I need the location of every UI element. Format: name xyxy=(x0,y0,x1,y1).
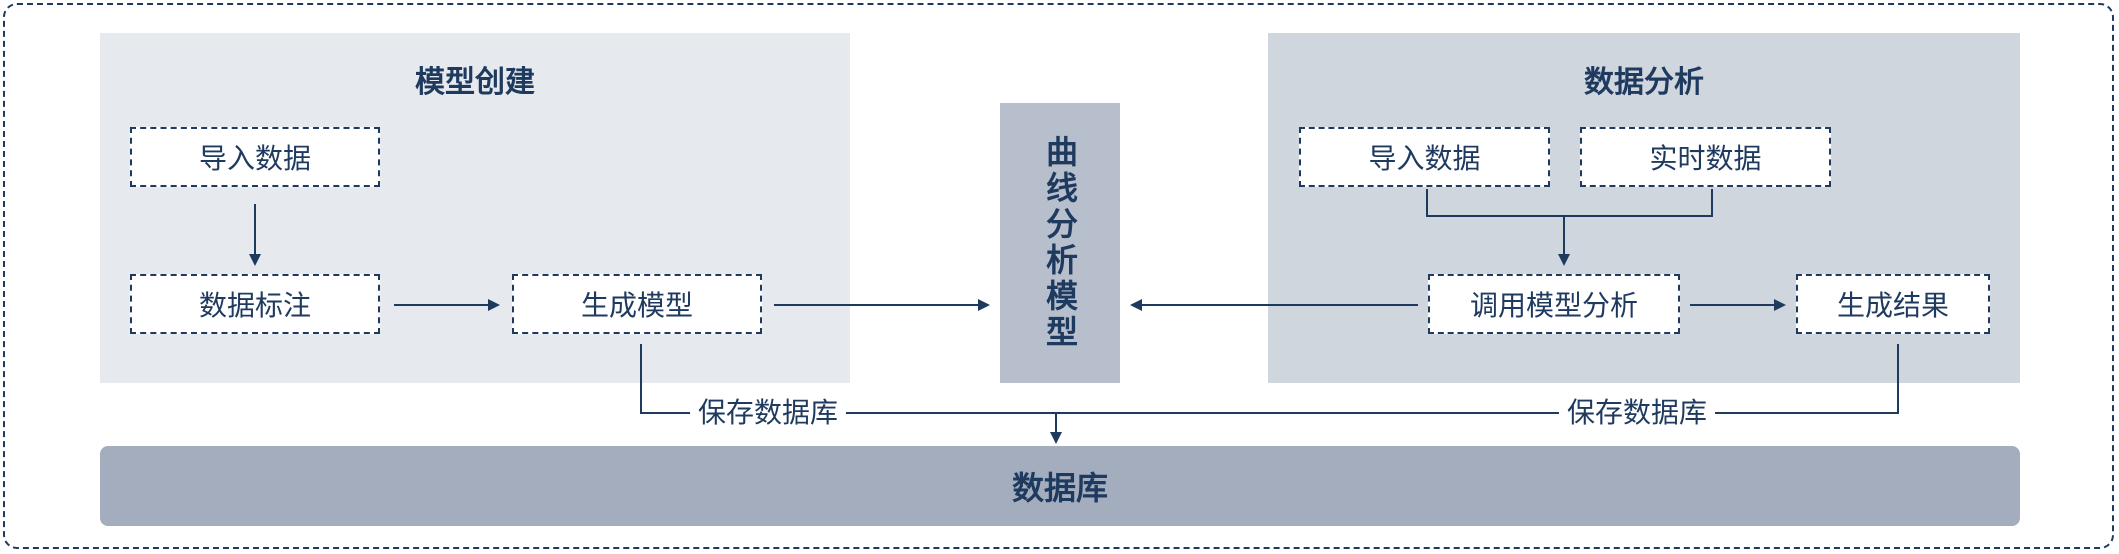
node-generate-model: 生成模型 xyxy=(512,274,762,334)
panel-model-creation-title: 模型创建 xyxy=(415,65,535,100)
edge-label-save-right: 保存数据库 xyxy=(1559,395,1716,431)
database-label: 数据库 xyxy=(1011,469,1108,507)
node-invoke-model-analysis: 调用模型分析 xyxy=(1428,274,1680,334)
database-bar: 数据库 xyxy=(100,446,2020,526)
diagram-frame xyxy=(3,3,2114,549)
node-import-data-right: 导入数据 xyxy=(1299,127,1550,187)
node-realtime-data: 实时数据 xyxy=(1580,127,1831,187)
node-data-annotation: 数据标注 xyxy=(130,274,380,334)
node-generate-result: 生成结果 xyxy=(1796,274,1990,334)
center-curve-analysis-model: 曲线分析模型 xyxy=(1000,103,1120,383)
center-label: 曲线分析模型 xyxy=(1041,135,1079,351)
node-import-data-left: 导入数据 xyxy=(130,127,380,187)
edge-label-save-left: 保存数据库 xyxy=(690,395,847,431)
panel-data-analysis-title: 数据分析 xyxy=(1584,65,1704,100)
